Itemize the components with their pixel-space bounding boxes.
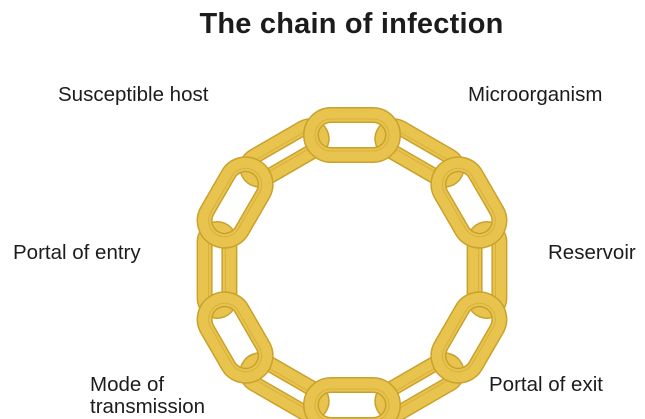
chain-link	[196, 156, 274, 249]
chain-link	[303, 377, 401, 419]
chain-link	[466, 221, 508, 319]
chain-ring-graphic	[196, 107, 508, 419]
chain-link	[430, 156, 508, 249]
chain-link	[374, 352, 465, 419]
chain-link	[196, 291, 274, 384]
label-susceptible-host: Susceptible host	[58, 83, 209, 106]
chain-link	[239, 118, 330, 188]
label-portal-of-exit: Portal of exit	[489, 373, 603, 396]
label-mode-of-transmission: Mode of transmission	[90, 373, 206, 418]
chain-link	[303, 107, 401, 163]
diagram-title: The chain of infection	[199, 8, 504, 40]
label-microorganism: Microorganism	[468, 83, 603, 106]
label-portal-of-entry: Portal of entry	[13, 241, 141, 264]
chain-ring	[150, 70, 550, 419]
chain-link	[430, 291, 508, 384]
label-reservoir: Reservoir	[548, 241, 636, 264]
